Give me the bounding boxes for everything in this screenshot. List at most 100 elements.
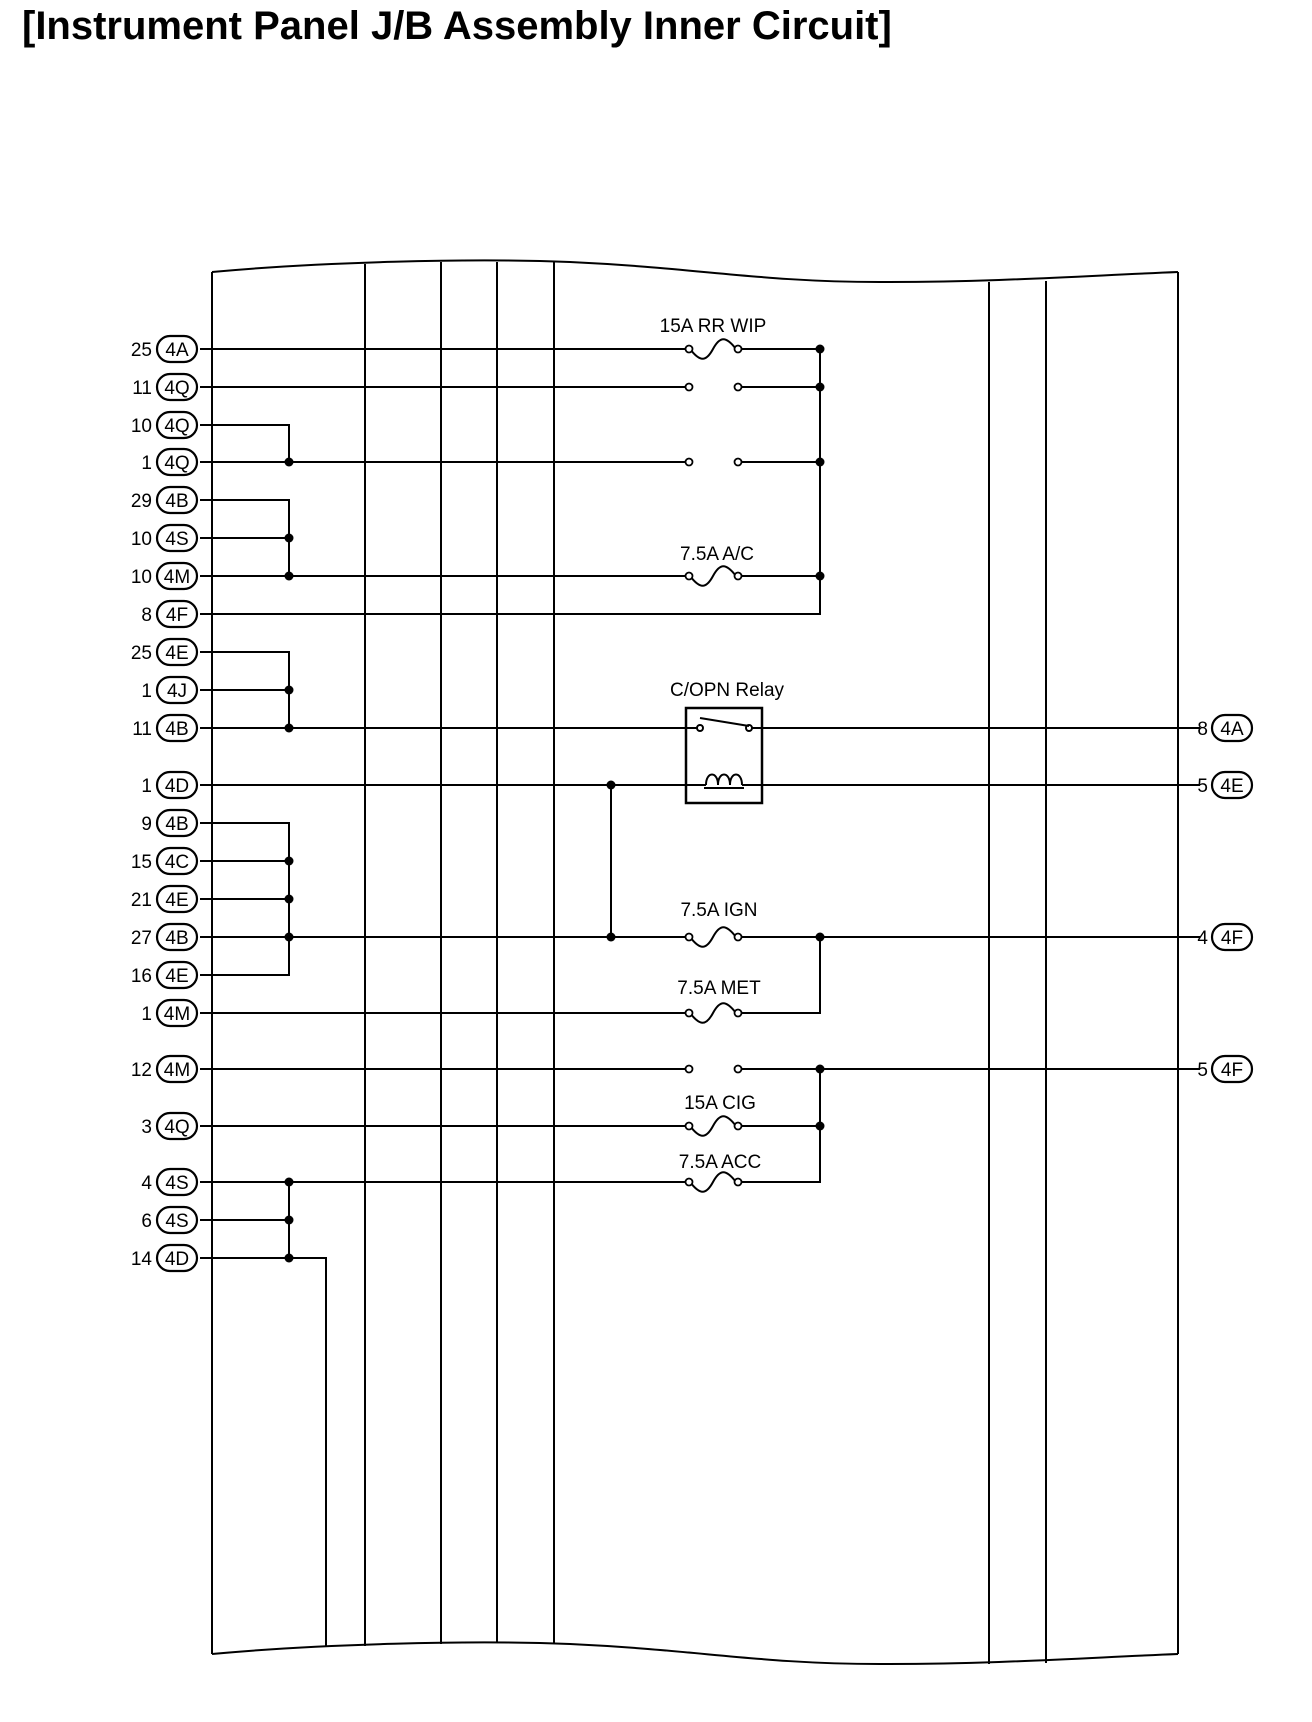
terminal-pin-number: 11 [132,719,152,740]
connector-tag-outline [1210,1054,1254,1084]
terminal-pin-number: 3 [141,1117,152,1138]
connector-terminal: 8 4A [1197,713,1254,743]
terminal-pin-number: 1 [141,453,152,474]
connector-tag: 4C [165,852,189,873]
terminal-pin-number: 16 [131,966,152,987]
connector-tag: 4A [1220,719,1244,740]
connector-tag-outline [155,960,199,990]
fuse-7-5a-ac [689,565,737,587]
connector-tag: 4Q [164,416,189,437]
c-opn-relay [684,706,764,805]
connector-tag-outline [155,922,199,952]
connector-terminal: 11 4B [132,713,199,743]
terminal-pin-number: 8 [1197,719,1208,740]
connector-tag: 4S [165,1211,188,1232]
fuse-symbols [689,338,737,1193]
fuse-7-5a-met [689,1002,737,1024]
fuse-15a-rr-wip [689,338,737,360]
fuse-label: 7.5A A/C [680,544,754,565]
connector-tag-outline [155,561,199,591]
terminal-pin-number: 29 [131,491,152,512]
terminal-pin-number: 1 [141,776,152,797]
connector-tag-outline [155,1111,199,1141]
jb-bottom-edge [211,1641,1179,1666]
terminal-circles [684,344,743,1187]
connector-terminal: 5 4F [1197,1054,1254,1084]
connector-terminal: 21 4E [131,884,199,914]
terminal-pin-number: 4 [141,1173,152,1194]
connector-tag-outline [155,372,199,402]
terminal-pin-number: 4 [1197,928,1208,949]
fuse-label: 7.5A MET [677,978,761,999]
terminal-pin-number: 9 [141,814,152,835]
connector-tag-outline [155,770,199,800]
terminal-pin-number: 1 [141,1004,152,1025]
connector-terminal: 27 4B [131,922,199,952]
terminal-pin-number: 1 [141,681,152,702]
connector-tag: 4Q [164,453,189,474]
connector-tag-outline [155,447,199,477]
connector-tag: 4S [165,1173,188,1194]
terminal-pin-number: 10 [131,529,152,550]
fuse-7-5a-ign [689,926,737,948]
terminal-pin-number: 21 [131,890,152,911]
connector-terminal: 1 4J [141,675,199,705]
terminal-pin-number: 6 [141,1211,152,1232]
connector-tag-outline [155,637,199,667]
fuse-label: 7.5A ACC [679,1152,761,1173]
connector-tag: 4S [165,529,188,550]
connector-tag: 4E [165,966,188,987]
connector-terminal: 1 4Q [141,447,199,477]
connector-tag: 4E [165,890,188,911]
connector-tag-outline [155,1243,199,1273]
terminal-pin-number: 11 [132,378,152,399]
connector-tag: 4B [165,719,188,740]
page-title: [Instrument Panel J/B Assembly Inner Cir… [22,4,892,48]
junction-dots [284,344,825,1263]
connector-tag-outline [155,1054,199,1084]
connector-tag-outline [1210,922,1254,952]
connector-tag-outline [155,846,199,876]
connector-tag: 4F [1221,1060,1243,1081]
connector-tag-outline [155,1205,199,1235]
fuse-15a-cig [689,1115,737,1137]
connector-tag: 4E [1220,776,1243,797]
connector-tag-outline [155,1167,199,1197]
terminal-pin-number: 15 [131,852,152,873]
connector-tag: 4B [165,928,188,949]
connector-tag-outline [155,675,199,705]
connector-tag-outline [1210,713,1254,743]
connector-tag-outline [155,808,199,838]
connector-tag: 4D [165,776,189,797]
jb-top-edge [211,259,1179,284]
connector-terminal: 4 4S [141,1167,199,1197]
fuse-label: 15A RR WIP [660,316,767,337]
connector-tag: 4Q [164,378,189,399]
connector-tag-outline [155,523,199,553]
connector-tag-outline [155,410,199,440]
connector-terminal: 10 4S [131,523,199,553]
fuse-7-5a-acc [689,1171,737,1193]
connector-terminal: 16 4E [131,960,199,990]
terminal-pin-number: 27 [131,928,152,949]
terminal-pin-number: 8 [141,605,152,626]
wires [200,348,1200,1646]
connector-tag: 4J [167,681,187,702]
connector-tag: 4M [164,1060,190,1081]
connector-tag-outline [155,713,199,743]
connector-terminal: 15 4C [131,846,199,876]
terminal-pin-number: 5 [1197,1060,1208,1081]
connector-tag-outline [155,485,199,515]
connector-terminal: 11 4Q [132,372,199,402]
